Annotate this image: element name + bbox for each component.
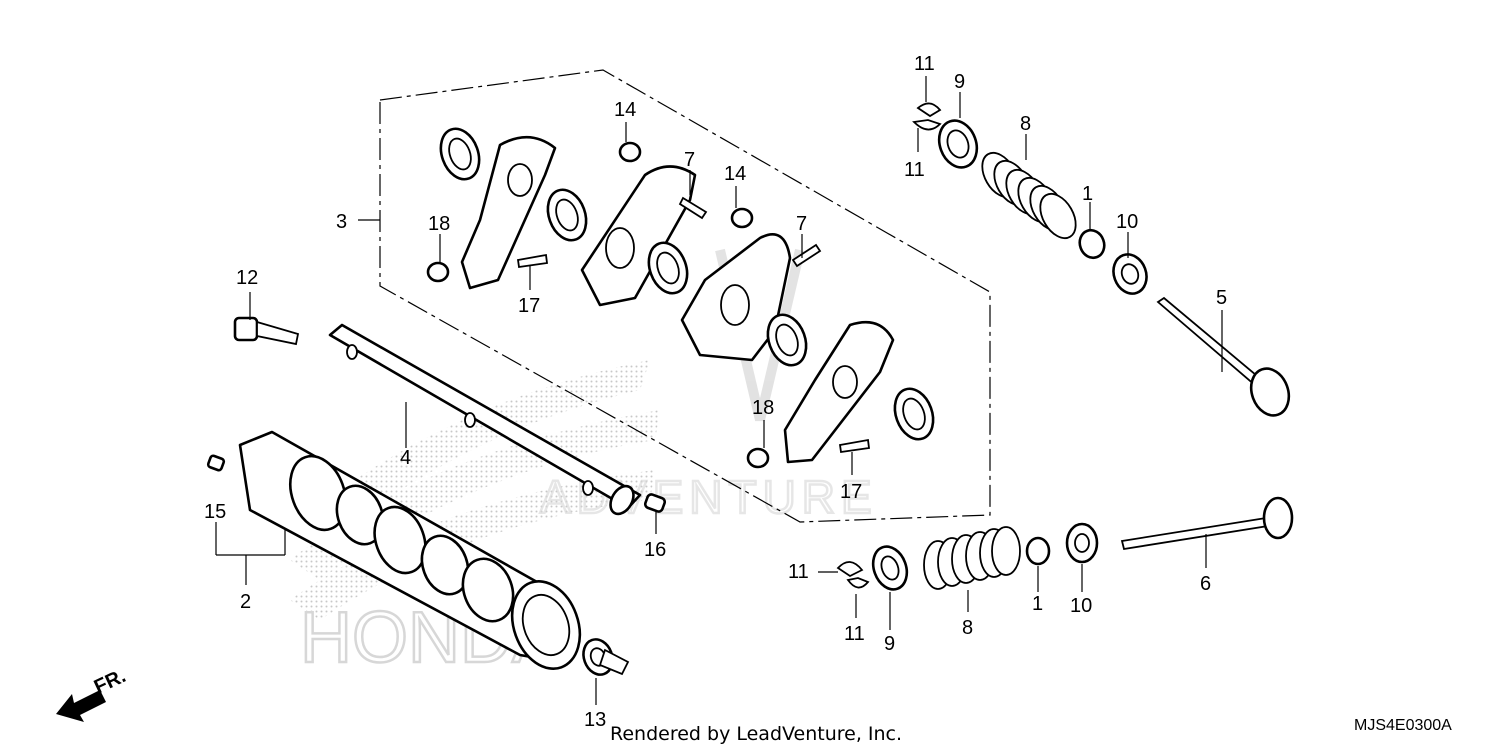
callout-5: 5 (1216, 287, 1227, 309)
callout-11-bottom: 11 (844, 623, 865, 645)
callout-11-lower-left: 11 (788, 561, 809, 583)
callout-10-upper: 10 (1116, 211, 1138, 233)
callout-1-lower: 1 (1032, 593, 1043, 615)
bolt-13 (582, 638, 630, 676)
callout-9-lower: 9 (884, 633, 895, 655)
callout-3: 3 (336, 211, 347, 233)
render-credit: Rendered by LeadVenture, Inc. (610, 723, 902, 745)
front-arrow-icon (56, 690, 106, 722)
callout-12: 12 (236, 267, 258, 289)
callout-8-upper: 8 (1020, 113, 1031, 135)
callout-16: 16 (644, 539, 666, 561)
callouts: 1 1 2 3 4 5 6 7 7 8 8 9 9 10 10 11 11 11… (204, 53, 1227, 731)
callout-18-upper: 18 (428, 213, 450, 235)
dowel-pin-15 (206, 454, 226, 472)
callout-2: 2 (240, 591, 251, 613)
rocker-arm-shaft (328, 323, 642, 516)
callout-17-left: 17 (518, 295, 540, 317)
callout-14-right: 14 (724, 163, 746, 185)
callout-6: 6 (1200, 573, 1211, 595)
callout-13: 13 (584, 709, 606, 731)
callout-15: 15 (204, 501, 226, 523)
intake-valve-set (912, 102, 1291, 417)
callout-1-upper: 1 (1082, 183, 1093, 205)
callout-14-left: 14 (614, 99, 636, 121)
callout-4: 4 (400, 447, 411, 469)
callout-9-upper: 9 (954, 71, 965, 93)
front-direction-marker: FR. (56, 665, 129, 722)
callout-11-mid: 11 (904, 159, 925, 181)
callout-8-lower: 8 (962, 617, 973, 639)
callout-11-top: 11 (914, 53, 935, 75)
exhaust-valve-set (836, 496, 1294, 591)
rocker-arm-group-outline (379, 69, 991, 523)
callout-7-left: 7 (684, 149, 695, 171)
bolt-12 (233, 316, 300, 346)
dowel-pin-16 (643, 493, 667, 513)
callout-18-lower: 18 (752, 397, 774, 419)
camshaft (238, 430, 582, 670)
callout-17-right: 17 (840, 481, 862, 503)
diagram-code: MJS4E0300A (1354, 717, 1452, 734)
leader-lines (215, 76, 1223, 705)
rocker-arm-assembly (426, 127, 935, 469)
callout-7-right: 7 (796, 213, 807, 235)
callout-10-lower: 10 (1070, 595, 1092, 617)
